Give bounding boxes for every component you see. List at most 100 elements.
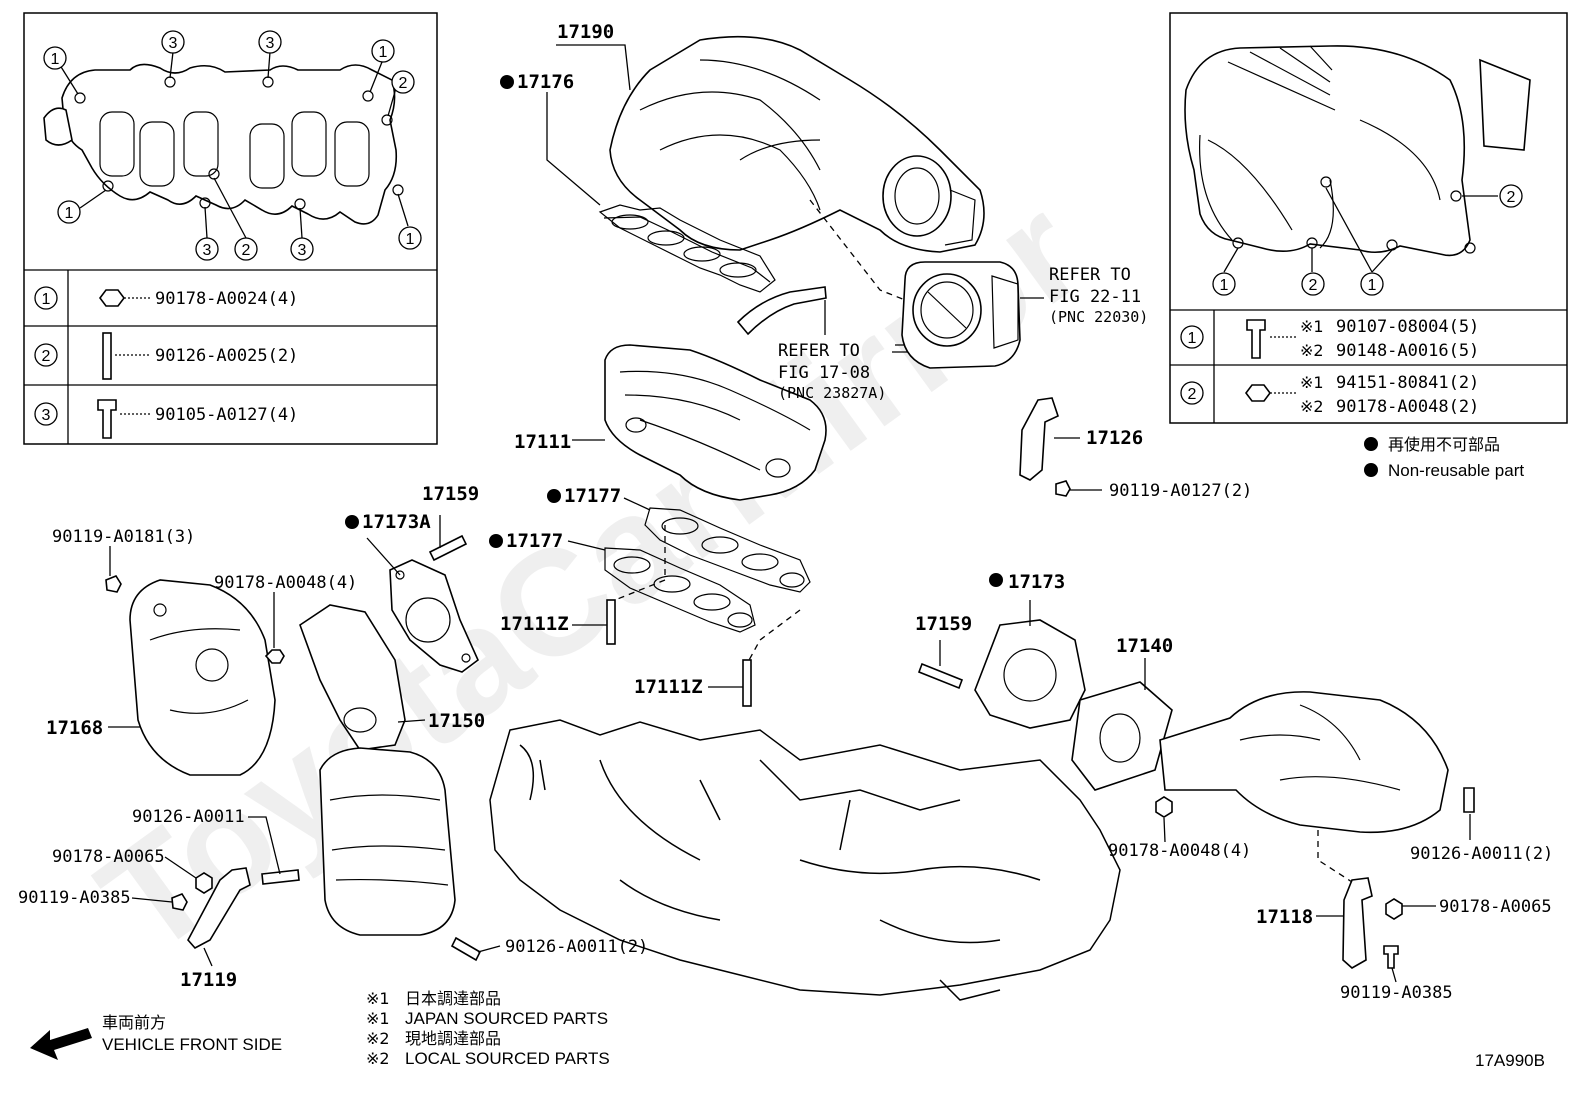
- stud-icon: [261, 869, 300, 885]
- nut-icon: [99, 289, 125, 307]
- bracket-17119: [171, 867, 300, 950]
- bolt-icon: [171, 893, 188, 911]
- legend-jp: 再使用不可部品: [1388, 435, 1500, 454]
- sourcing-notes: ※1 日本調達部品 ※1 JAPAN SOURCED PARTS ※2 現地調達…: [366, 989, 610, 1068]
- callout-circle: 2: [242, 242, 251, 259]
- label-90119-A0127: 90119-A0127(2): [1109, 481, 1252, 501]
- non-reusable-dot-icon: [345, 515, 359, 529]
- stud-icon: [102, 332, 112, 380]
- label-90178-A0065-right: 90178-A0065: [1439, 897, 1552, 917]
- callout-circle: 2: [399, 75, 408, 92]
- callout-circle: 1: [379, 44, 388, 61]
- top-left-table-row-3: 3 90105-A0127(4): [34, 399, 298, 439]
- top-left-detail-box: 1 3 3 1 2 1 3 2 3 1 1 90178-A0024(4) 2 9…: [23, 12, 438, 445]
- nut-icon: [1155, 796, 1173, 818]
- part-number: 94151-80841(2): [1336, 373, 1479, 393]
- note-mark: ※2: [366, 1049, 390, 1068]
- label-90126-A0011-2-right: 90126-A0011(2): [1410, 844, 1553, 864]
- label-17111Z-lower: 17111Z: [634, 676, 703, 698]
- engine-block-outline: [489, 719, 1121, 1001]
- bracket-17118: [1342, 877, 1403, 969]
- note-text: LOCAL SOURCED PARTS: [405, 1049, 610, 1068]
- note-mark: ※1: [366, 989, 390, 1008]
- stud-icon: [428, 534, 468, 562]
- non-reusable-dot-icon: [989, 573, 1003, 587]
- callout-circle: 3: [203, 242, 212, 259]
- source-mark: ※1: [1300, 373, 1324, 392]
- label-17118: 17118: [1256, 906, 1313, 928]
- non-reusable-legend: 再使用不可部品 Non-reusable part: [1364, 435, 1524, 480]
- nut-icon: [1385, 898, 1403, 920]
- callout-circle: 1: [1220, 277, 1229, 294]
- part-number: 90107-08004(5): [1336, 317, 1479, 337]
- ref-fig2211-l1: REFER TO: [1049, 265, 1131, 285]
- ref-fig1708-l1: REFER TO: [778, 341, 860, 361]
- label-90178-A0048-right: 90178-A0048(4): [1108, 841, 1251, 861]
- callout-circle: 2: [1309, 277, 1318, 294]
- nut-icon: [1245, 384, 1271, 402]
- source-mark: ※2: [1300, 341, 1324, 360]
- row-number: 3: [42, 407, 51, 424]
- non-reusable-dot-icon: [500, 75, 514, 89]
- ref-fig2211-l2: FIG 22-11: [1049, 287, 1141, 307]
- non-reusable-dot-icon: [1364, 463, 1378, 477]
- label-17173: 17173: [1008, 571, 1065, 593]
- source-mark: ※2: [1300, 397, 1324, 416]
- part-number: 90178-A0024(4): [155, 289, 298, 309]
- label-17159-right: 17159: [915, 613, 972, 635]
- bolt-icon: [97, 399, 117, 439]
- manifold-gasket-17176: [598, 204, 776, 293]
- source-mark: ※1: [1300, 317, 1324, 336]
- ref-fig1708-l2: FIG 17-08: [778, 363, 870, 383]
- top-left-table-row-1: 1 90178-A0024(4): [34, 286, 298, 310]
- row-number: 1: [1188, 330, 1197, 347]
- label-17140: 17140: [1116, 635, 1173, 657]
- stud-icon: [742, 659, 752, 707]
- label-90126-A0011-left: 90126-A0011: [132, 807, 245, 827]
- label-17159-left: 17159: [422, 483, 479, 505]
- callout-circle: 3: [169, 35, 178, 52]
- callout-circle: 1: [406, 231, 415, 248]
- top-right-callouts: 2 1 2 1: [1212, 184, 1523, 296]
- direction-en: VEHICLE FRONT SIDE: [102, 1035, 282, 1054]
- throttle-body: [892, 261, 1021, 369]
- label-17173A: 17173A: [362, 511, 431, 533]
- callout-circle: 3: [298, 242, 307, 259]
- note-text: JAPAN SOURCED PARTS: [405, 1009, 608, 1028]
- label-17150: 17150: [428, 710, 485, 732]
- label-90119-A0385-left: 90119-A0385: [18, 888, 131, 908]
- top-right-table-row-2: 2 ※1 94151-80841(2) ※2 90178-A0048(2): [1180, 373, 1479, 417]
- vehicle-front-indicator: 車両前方 VEHICLE FRONT SIDE: [30, 1013, 282, 1060]
- top-left-callouts: 1 3 3 1 2 1 3 2 3 1: [43, 30, 422, 261]
- ref-fig1708-l3: (PNC 23827A): [778, 384, 886, 402]
- bolt-icon: [1055, 480, 1071, 497]
- label-17177-upper: 17177: [564, 485, 621, 507]
- stud-icon: [450, 936, 482, 962]
- note-mark: ※2: [366, 1029, 390, 1048]
- exhaust-gasket-17173A: [389, 559, 479, 673]
- label-17168: 17168: [46, 717, 103, 739]
- ref-fig2211-l3: (PNC 22030): [1049, 308, 1148, 326]
- note-mark: ※1: [366, 1009, 390, 1028]
- upper-intake-manifold: [598, 35, 985, 336]
- hose-drawing: [736, 286, 827, 336]
- label-90119-A0181: 90119-A0181(3): [52, 527, 195, 547]
- stud-icon: [917, 662, 964, 690]
- leader-lines: [108, 44, 1471, 983]
- stud-icon: [606, 599, 616, 645]
- top-right-table-row-1: 1 ※1 90107-08004(5) ※2 90148-A0016(5): [1180, 317, 1479, 361]
- part-number: 90105-A0127(4): [155, 405, 298, 425]
- label-90119-A0385-right: 90119-A0385: [1340, 983, 1453, 1003]
- bracket-17126: [1019, 397, 1102, 497]
- bolt-icon: [1383, 945, 1399, 969]
- gasket-17177-upper: [644, 507, 811, 593]
- nut-icon: [264, 649, 285, 664]
- callout-circle: 1: [65, 205, 74, 222]
- row-number: 2: [42, 348, 51, 365]
- non-reusable-dot-icon: [547, 489, 561, 503]
- label-17190: 17190: [557, 21, 614, 43]
- exhaust-manifold-17140: [1071, 681, 1475, 834]
- bolt-icon: [1246, 319, 1266, 359]
- exhaust-gasket-17173: [974, 619, 1086, 729]
